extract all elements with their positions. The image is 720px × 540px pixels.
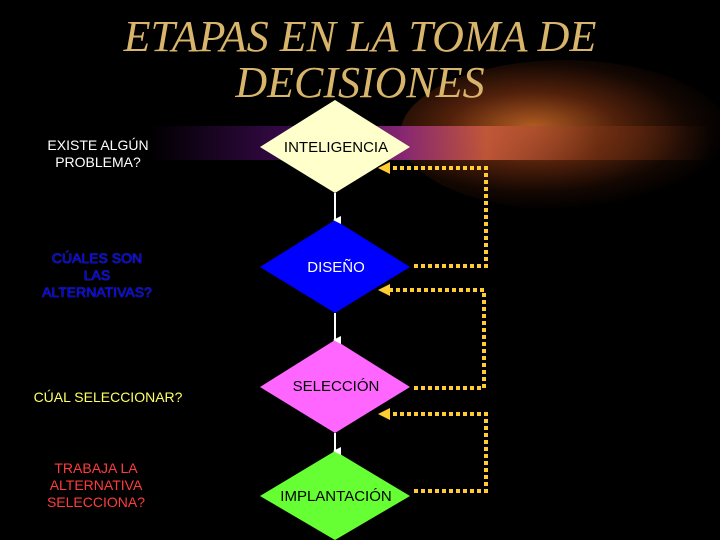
question-implement: TRABAJA LA ALTERNATIVA SELECCIONA?	[26, 460, 166, 511]
question-implement-line-3: SELECCIONA?	[46, 494, 146, 510]
question-problem-line-2: PROBLEMA?	[55, 154, 141, 170]
title-line-1: ETAPAS EN LA TOMA DE	[123, 12, 597, 61]
feedback-loop-seleccion	[388, 288, 486, 390]
question-alternatives: CÚALES SON LAS ALTERNATIVAS?	[22, 250, 172, 301]
question-implement-line-2: ALTERNATIVA	[49, 477, 143, 493]
question-implement-line-1: TRABAJA LA	[54, 460, 138, 476]
stage-diamond-implantacion	[260, 451, 410, 540]
feedback-loop-diseno	[388, 166, 488, 268]
question-problem: EXISTE ALGÚN PROBLEMA?	[28, 137, 168, 171]
feedback-arrowhead-2	[378, 284, 390, 296]
page-title: ETAPAS EN LA TOMA DE DECISIONES	[0, 14, 720, 106]
feedback-arrowhead-3	[378, 408, 390, 420]
feedback-arrowhead-1	[378, 162, 390, 174]
stage-diamond-diseno	[260, 220, 410, 313]
stage-label-diseno: DISEÑO	[307, 259, 365, 276]
question-alternatives-line-2: LAS	[83, 267, 111, 283]
background-gradient-bar	[150, 126, 710, 160]
question-alternatives-line-1: CÚALES SON	[51, 250, 143, 266]
stage-diamond-inteligencia	[260, 100, 410, 193]
question-select-line-1: CÚAL SELECCIONAR?	[33, 389, 183, 405]
question-alternatives-line-3: ALTERNATIVAS?	[42, 284, 152, 300]
stage-label-seleccion: SELECCIÓN	[293, 378, 380, 395]
question-select: CÚAL SELECCIONAR?	[8, 389, 208, 406]
question-problem-line-1: EXISTE ALGÚN	[47, 137, 149, 153]
title-line-2: DECISIONES	[235, 58, 485, 107]
feedback-loop-implantacion	[388, 412, 488, 493]
stage-label-implantacion: IMPLANTACIÓN	[280, 488, 391, 505]
stage-diamond-seleccion	[260, 340, 410, 433]
stage-label-inteligencia: INTELIGENCIA	[284, 139, 388, 156]
